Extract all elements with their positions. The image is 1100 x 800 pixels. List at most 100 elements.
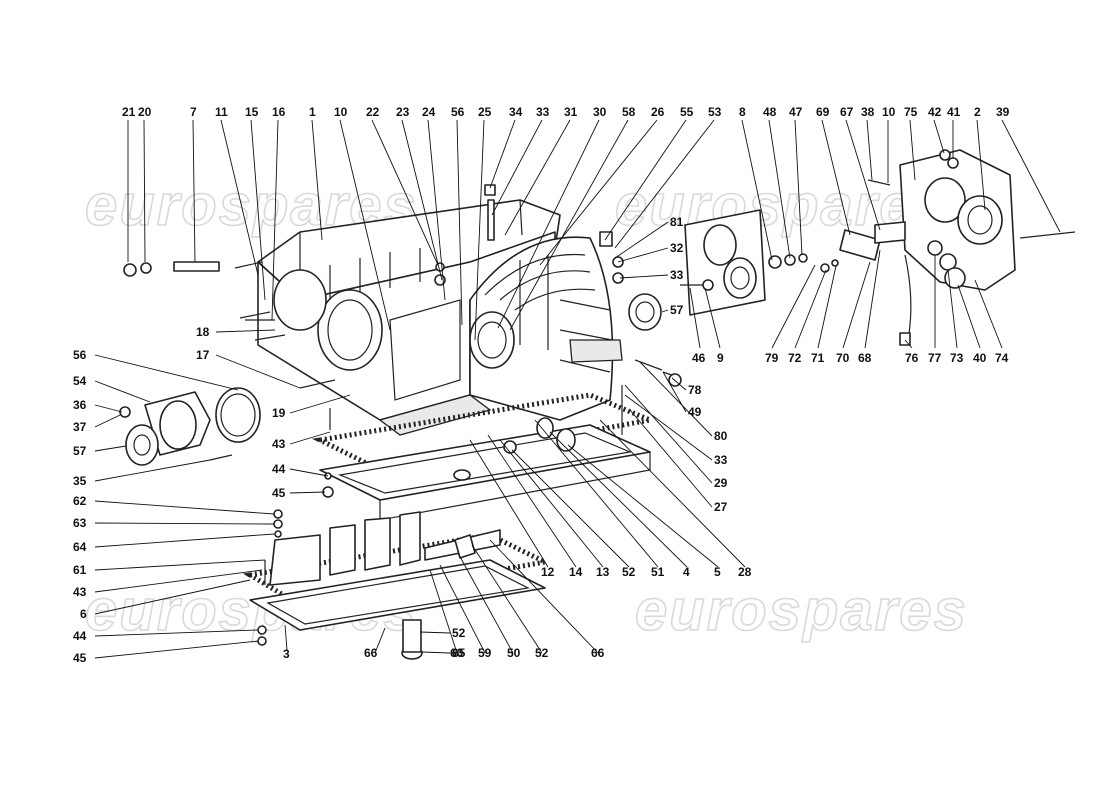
bell-housing xyxy=(469,236,623,421)
callout-24: 24 xyxy=(422,105,436,119)
callout-62: 62 xyxy=(73,494,87,508)
callout-34: 34 xyxy=(509,105,523,119)
callout-56b: 56 xyxy=(73,348,87,362)
callout-43b: 43 xyxy=(73,585,87,599)
rear-housing xyxy=(899,149,1016,291)
callout-52b: 52 xyxy=(452,626,466,640)
callout-53: 53 xyxy=(708,105,722,119)
callout-40: 40 xyxy=(973,351,987,365)
callout-labels: 21 20 7 11 15 16 1 10 22 23 24 56 25 34 … xyxy=(73,105,1010,665)
callout-6: 6 xyxy=(80,607,87,621)
callout-3: 3 xyxy=(283,647,290,661)
callout-29: 29 xyxy=(714,476,728,490)
oil-seal-assembly-left xyxy=(119,387,261,466)
callout-78: 78 xyxy=(688,383,702,397)
callout-56: 56 xyxy=(451,105,465,119)
callout-25: 25 xyxy=(478,105,492,119)
callout-52c: 52 xyxy=(535,646,549,660)
callout-54: 54 xyxy=(73,374,87,388)
callout-64: 64 xyxy=(73,540,87,554)
callout-45b: 45 xyxy=(73,651,87,665)
callout-28: 28 xyxy=(738,565,752,579)
callout-2: 2 xyxy=(974,105,981,119)
callout-22: 22 xyxy=(366,105,380,119)
callout-38: 38 xyxy=(861,105,875,119)
callout-10b: 10 xyxy=(882,105,896,119)
callout-51: 51 xyxy=(651,565,665,579)
callout-13: 13 xyxy=(596,565,610,579)
callout-18: 18 xyxy=(196,325,210,339)
callout-76: 76 xyxy=(905,351,919,365)
callout-46: 46 xyxy=(692,351,706,365)
callout-7: 7 xyxy=(190,105,197,119)
callout-58: 58 xyxy=(622,105,636,119)
gearbox-housing xyxy=(245,199,561,436)
callout-32: 32 xyxy=(670,241,684,255)
callout-37: 37 xyxy=(73,420,87,434)
callout-43: 43 xyxy=(272,437,286,451)
callout-4: 4 xyxy=(683,565,690,579)
callout-44: 44 xyxy=(272,462,286,476)
callout-41: 41 xyxy=(947,105,961,119)
callout-68: 68 xyxy=(858,351,872,365)
callout-72: 72 xyxy=(788,351,802,365)
callout-69: 69 xyxy=(816,105,830,119)
callout-61: 61 xyxy=(73,563,87,577)
callout-30: 30 xyxy=(593,105,607,119)
callout-23: 23 xyxy=(396,105,410,119)
callout-20: 20 xyxy=(138,105,152,119)
callout-60: 60 xyxy=(450,646,464,660)
callout-39: 39 xyxy=(996,105,1010,119)
callout-12: 12 xyxy=(541,565,555,579)
callout-33b: 33 xyxy=(670,268,684,282)
callout-52: 52 xyxy=(622,565,636,579)
callout-31: 31 xyxy=(564,105,578,119)
callout-11: 11 xyxy=(215,105,228,119)
callout-59: 59 xyxy=(478,646,492,660)
watermark-bottom-right: eurospares xyxy=(635,578,968,643)
bearing-cover-plate xyxy=(684,209,766,316)
callout-48: 48 xyxy=(763,105,777,119)
small-hardware-right xyxy=(612,149,1076,435)
callout-33: 33 xyxy=(536,105,550,119)
leader-lines xyxy=(94,119,1061,659)
callout-21: 21 xyxy=(122,105,136,119)
callout-70: 70 xyxy=(836,351,850,365)
callout-26: 26 xyxy=(651,105,665,119)
callout-79: 79 xyxy=(765,351,779,365)
callout-57b: 57 xyxy=(670,303,684,317)
callout-5: 5 xyxy=(714,565,721,579)
callout-1: 1 xyxy=(309,105,316,119)
callout-17: 17 xyxy=(196,348,210,362)
callout-74: 74 xyxy=(995,351,1009,365)
callout-71: 71 xyxy=(811,351,825,365)
callout-77: 77 xyxy=(928,351,942,365)
callout-10: 10 xyxy=(334,105,348,119)
callout-15: 15 xyxy=(245,105,259,119)
callout-9: 9 xyxy=(717,351,724,365)
callout-19: 19 xyxy=(272,406,286,420)
callout-57c: 57 xyxy=(73,444,87,458)
callout-49: 49 xyxy=(688,405,702,419)
callout-50: 50 xyxy=(507,646,521,660)
callout-45: 45 xyxy=(272,486,286,500)
callout-66: 66 xyxy=(364,646,378,660)
callout-16: 16 xyxy=(272,105,286,119)
callout-55: 55 xyxy=(680,105,694,119)
callout-47: 47 xyxy=(789,105,803,119)
callout-27: 27 xyxy=(714,500,728,514)
callout-66b: 66 xyxy=(591,646,605,660)
oil-pan-lower xyxy=(242,511,553,631)
callout-65: 65 xyxy=(452,646,466,660)
callout-14: 14 xyxy=(569,565,583,579)
small-hardware-left xyxy=(123,184,613,660)
callout-73: 73 xyxy=(950,351,964,365)
callout-33c: 33 xyxy=(714,453,728,467)
callout-8: 8 xyxy=(739,105,746,119)
callout-42: 42 xyxy=(928,105,942,119)
callout-75: 75 xyxy=(904,105,918,119)
callout-81: 81 xyxy=(670,215,684,229)
callout-80: 80 xyxy=(714,429,728,443)
callout-36: 36 xyxy=(73,398,87,412)
